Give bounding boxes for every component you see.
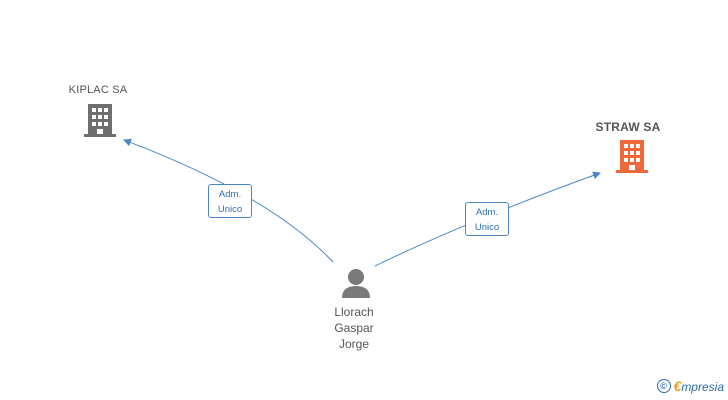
copyright-icon: © xyxy=(656,379,671,393)
person-name-line: Llorach xyxy=(334,305,374,319)
brand-logo: €mpresia xyxy=(673,378,724,394)
person-name-line: Gaspar xyxy=(334,321,374,335)
building-icon[interactable] xyxy=(84,104,116,137)
edge-label-line: Adm. xyxy=(218,189,242,200)
edge-label-straw[interactable]: Adm. Unico xyxy=(465,202,509,236)
edge-label-line: Unico xyxy=(217,204,243,215)
building-icon[interactable] xyxy=(616,140,648,173)
person-icon[interactable] xyxy=(342,269,370,298)
person-name-line: Jorge xyxy=(338,337,370,351)
edge-label-line: Adm. xyxy=(475,207,499,218)
edge-label-kiplac[interactable]: Adm. Unico xyxy=(208,184,252,218)
person-name[interactable]: Llorach Gaspar Jorge xyxy=(314,304,394,352)
company-name-straw[interactable]: STRAW SA xyxy=(595,120,661,134)
watermark: © €mpresia xyxy=(656,378,724,394)
company-name-kiplac[interactable]: KIPLAC SA xyxy=(68,84,128,96)
edge-label-line: Unico xyxy=(474,222,500,233)
